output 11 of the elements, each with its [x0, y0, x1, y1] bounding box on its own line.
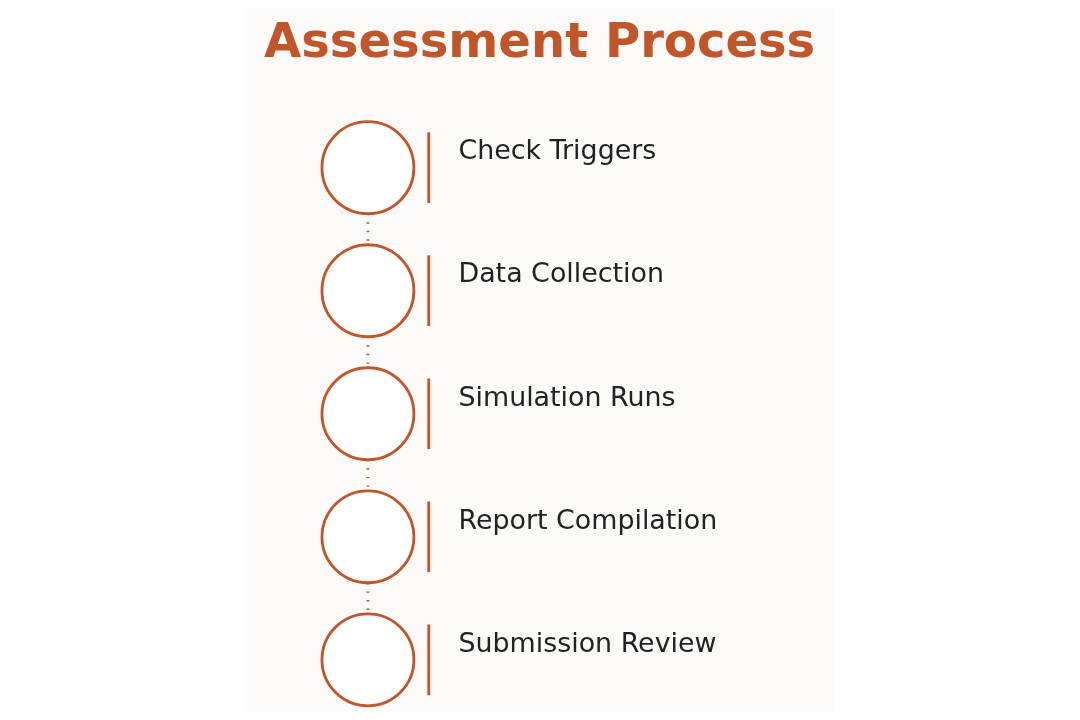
node-circle [320, 120, 415, 215]
node-circle [320, 366, 415, 462]
diagram-title: Assessment Process [263, 11, 815, 68]
node-label: Check Triggers [457, 134, 656, 166]
node-circle [320, 489, 415, 585]
node-label: Data Collection [457, 257, 664, 289]
node-label: Report Compilation [457, 503, 717, 535]
node-label: Simulation Runs [457, 380, 676, 412]
node-circle [320, 243, 415, 339]
node-circle [320, 612, 415, 708]
node-label: Submission Review [457, 626, 716, 658]
